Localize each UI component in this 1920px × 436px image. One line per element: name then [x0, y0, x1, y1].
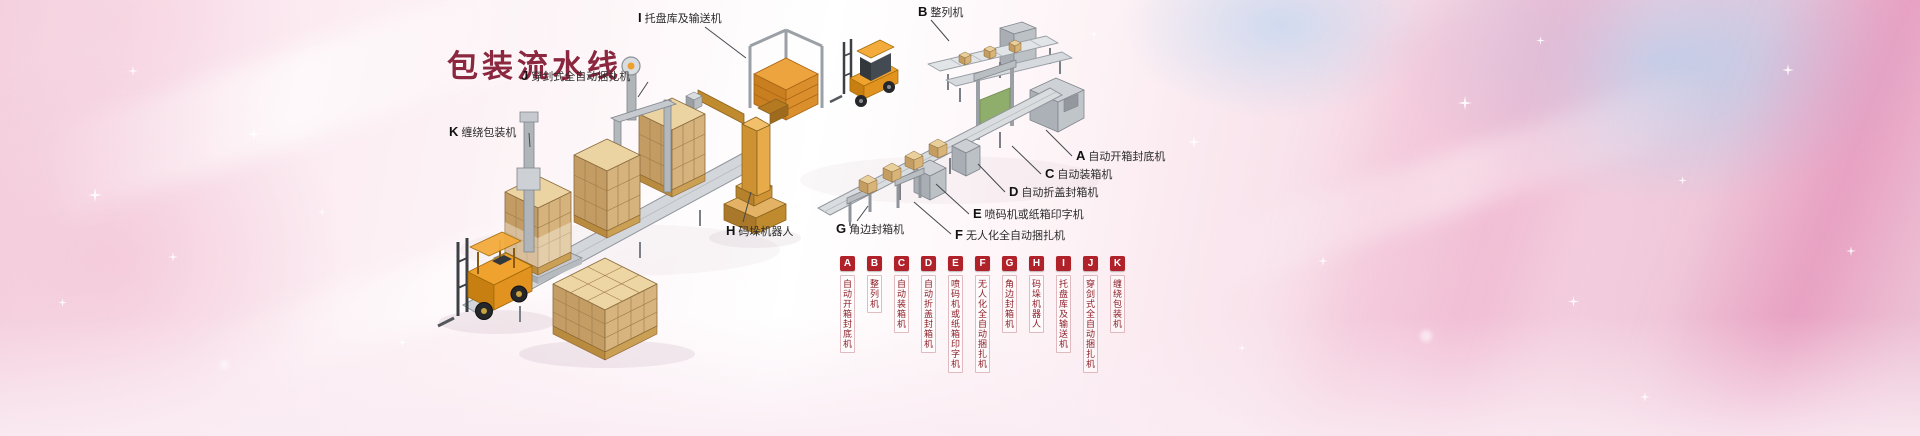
machine-label-letter: F	[955, 227, 963, 242]
legend-item: E 喷码机或纸箱印字机	[948, 256, 963, 373]
legend-letter-badge: A	[840, 256, 855, 271]
legend-item-name: 自动折盖封箱机	[921, 275, 936, 353]
legend-letter-badge: E	[948, 256, 963, 271]
machine-label-text: 穿剑式全自动捆扎机	[531, 71, 631, 83]
machine-label-text: 缠绕包装机	[461, 127, 517, 139]
legend-letter-badge: D	[921, 256, 936, 271]
legend: A 自动开箱封底机 B 整列机 C 自动装箱机 D 自动折盖封箱机 E 喷码机或…	[840, 256, 1125, 373]
machine-label-letter: J	[521, 68, 529, 83]
legend-item-name: 自动装箱机	[894, 275, 909, 333]
machine-label-letter: C	[1045, 166, 1055, 181]
machine-label-text: 喷码机或纸箱印字机	[984, 209, 1084, 221]
machine-label-text: 无人化全自动捆扎机	[965, 230, 1065, 242]
legend-item-name: 穿剑式全自动捆扎机	[1083, 275, 1098, 373]
flap-folding-sealer-machine-d	[951, 138, 981, 177]
legend-item: F 无人化全自动捆扎机	[975, 256, 990, 373]
legend-letter-badge: B	[867, 256, 882, 271]
machine-label-letter: H	[726, 223, 736, 238]
legend-item-name: 码垛机器人	[1029, 275, 1044, 333]
legend-item: B 整列机	[867, 256, 882, 313]
legend-item: C 自动装箱机	[894, 256, 909, 333]
machine-label-text: 托盘库及输送机	[644, 13, 722, 25]
legend-item-name: 托盘库及输送机	[1056, 275, 1071, 353]
legend-letter-badge: I	[1056, 256, 1071, 271]
machine-label-text: 自动装箱机	[1057, 169, 1113, 181]
legend-item-name: 整列机	[867, 275, 882, 313]
machine-label-letter: D	[1009, 184, 1019, 199]
legend-letter-badge: C	[894, 256, 909, 271]
machine-label-letter: I	[638, 10, 642, 25]
legend-item: H 码垛机器人	[1029, 256, 1044, 333]
machine-label-letter: B	[918, 4, 928, 19]
legend-item: D 自动折盖封箱机	[921, 256, 936, 353]
legend-item-name: 角边封箱机	[1002, 275, 1017, 333]
legend-letter-badge: K	[1110, 256, 1125, 271]
legend-item: I 托盘库及输送机	[1056, 256, 1071, 353]
legend-item: A 自动开箱封底机	[840, 256, 855, 353]
machine-label-text: 整列机	[930, 7, 964, 19]
machine-label-letter: K	[449, 124, 459, 139]
legend-letter-badge: F	[975, 256, 990, 271]
machine-label-text: 码垛机器人	[738, 226, 794, 238]
forklift-top	[829, 39, 899, 107]
machine-label-letter: E	[973, 206, 982, 221]
legend-item: J 穿剑式全自动捆扎机	[1083, 256, 1098, 373]
legend-item-name: 自动开箱封底机	[840, 275, 855, 353]
legend-item: G 角边封箱机	[1002, 256, 1017, 333]
machine-label-text: 自动折盖封箱机	[1021, 187, 1099, 199]
legend-letter-badge: J	[1083, 256, 1098, 271]
machine-label-letter: A	[1076, 148, 1086, 163]
legend-letter-badge: H	[1029, 256, 1044, 271]
machine-label-letter: G	[836, 221, 847, 236]
legend-item-name: 缠绕包装机	[1110, 275, 1125, 333]
legend-item: K 缠绕包装机	[1110, 256, 1125, 333]
machine-label-text: 角边封箱机	[849, 224, 905, 236]
legend-letter-badge: G	[1002, 256, 1017, 271]
machine-label-text: 自动开箱封底机	[1088, 151, 1166, 163]
legend-item-name: 无人化全自动捆扎机	[975, 275, 990, 373]
pallet-stack	[573, 138, 641, 239]
legend-item-name: 喷码机或纸箱印字机	[948, 275, 963, 373]
